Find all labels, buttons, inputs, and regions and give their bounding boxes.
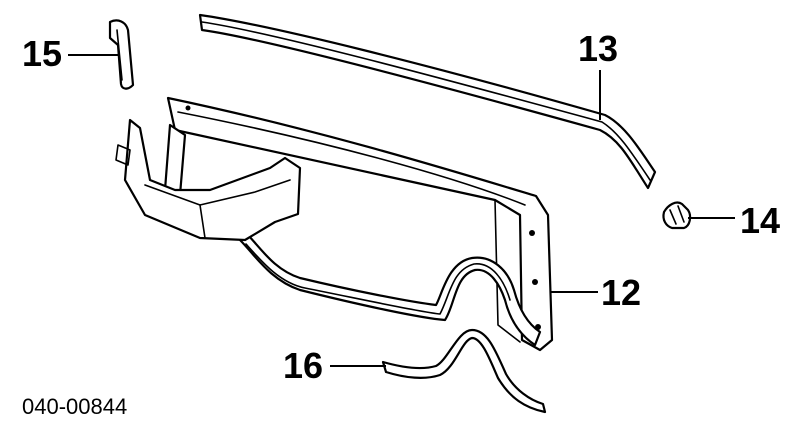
callout-14: 14 <box>740 200 780 241</box>
callout-15: 15 <box>22 33 62 74</box>
part-12-panel-frame <box>115 96 554 352</box>
callout-16: 16 <box>283 345 323 386</box>
callout-12: 12 <box>601 272 641 313</box>
part-13-seal-strip <box>198 13 657 190</box>
callout-13: 13 <box>578 28 618 69</box>
part-15-bracket <box>108 19 135 90</box>
illustration-number: 040-00844 <box>22 394 127 419</box>
part-16-rod <box>381 328 547 414</box>
part-14-clip <box>662 201 692 230</box>
